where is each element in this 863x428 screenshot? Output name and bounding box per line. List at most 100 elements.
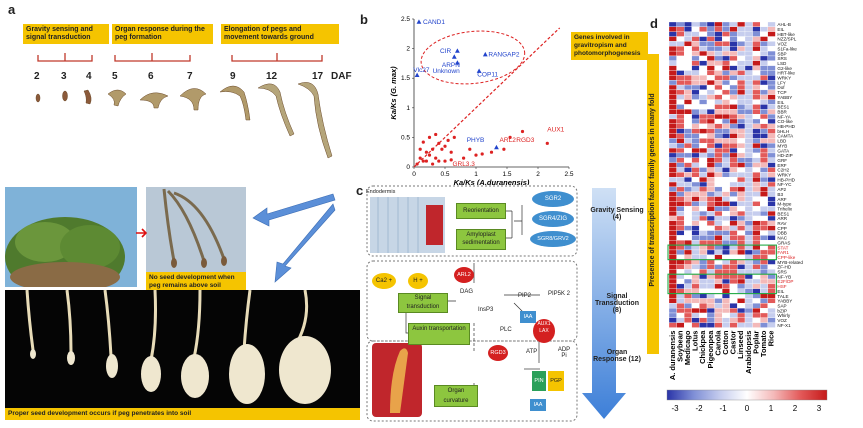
- heatmap-cell: [729, 50, 738, 57]
- heatmap-cell: [706, 269, 715, 275]
- heatmap-cell: [767, 317, 776, 323]
- heatmap-cell: [668, 172, 677, 178]
- heatmap-cell: [767, 89, 776, 95]
- heatmap-cell: [744, 147, 753, 154]
- heatmap-cell: [744, 215, 753, 221]
- heatmap-cell: [752, 225, 761, 231]
- heatmap-row-label: LSD: [777, 61, 787, 66]
- heatmap-cell: [676, 254, 685, 260]
- sgr8-node: SGR8/GRV2: [530, 231, 576, 247]
- heatmap-cell: [737, 317, 746, 323]
- heatmap-cell: [684, 186, 692, 192]
- x-tick-label: 2: [536, 171, 540, 178]
- heatmap-cell: [752, 191, 761, 197]
- heatmap-cell: [737, 206, 746, 212]
- heatmap-cell: [668, 36, 677, 42]
- heatmap-cell: [737, 259, 746, 265]
- heatmap-cell: [706, 312, 715, 318]
- heatmap-row-label: Whirly: [777, 313, 790, 318]
- heatmap-cell: [729, 70, 738, 76]
- plc-label: PLC: [500, 327, 512, 333]
- heatmap-cell: [767, 26, 776, 32]
- heatmap-cell: [684, 278, 692, 285]
- heatmap-cell: [737, 123, 746, 129]
- heatmap-cell: [676, 26, 685, 32]
- adp-label: ADP Pi: [557, 347, 571, 359]
- heatmap-cell: [691, 31, 700, 37]
- heatmap-cell: [744, 278, 753, 285]
- heatmap-row-label: HRT-like: [777, 71, 795, 76]
- heatmap-cell: [699, 70, 708, 76]
- heatmap-cell: [722, 259, 730, 265]
- heatmap-cell: [676, 312, 685, 318]
- heatmap-cell: [767, 274, 776, 280]
- heatmap-cell: [737, 80, 746, 86]
- scatter-point: [455, 48, 460, 53]
- heatmap-cell: [706, 84, 715, 91]
- heatmap-cell: [668, 317, 677, 323]
- scatter-point: [462, 156, 466, 160]
- heatmap-cell: [767, 152, 776, 158]
- heatmap-cell: [706, 114, 715, 120]
- heatmap-cell: [676, 46, 685, 52]
- day-3: 3: [61, 71, 67, 82]
- heatmap-row-label: C2H2: [777, 168, 789, 173]
- heatmap-cell: [706, 181, 715, 188]
- heatmap-cell: [714, 215, 723, 221]
- heatmap-column-label: Soybean: [675, 330, 684, 362]
- heatmap-cell: [722, 167, 730, 173]
- heatmap-cell: [684, 109, 692, 115]
- heatmap-cell: [668, 118, 677, 124]
- heatmap-cell: [737, 133, 746, 139]
- heatmap-cell: [706, 99, 715, 105]
- heatmap-cell: [722, 36, 730, 42]
- scatter-point: [468, 147, 472, 151]
- heatmap-cell: [714, 312, 723, 318]
- heatmap-cell: [760, 293, 768, 299]
- heatmap-cell: [760, 94, 768, 100]
- heatmap-cell: [714, 118, 723, 124]
- heatmap-cell: [668, 322, 677, 328]
- heatmap-cell: [737, 249, 746, 255]
- heatmap-cell: [699, 80, 708, 86]
- heatmap-cell: [691, 167, 700, 173]
- heatmap-cell: [714, 235, 723, 241]
- heatmap-row-label: DBB: [777, 231, 786, 236]
- heatmap-cell: [752, 244, 761, 251]
- heatmap-cell: [752, 278, 761, 285]
- scatter-point: [437, 141, 441, 145]
- heatmap-side-bar: [647, 54, 659, 354]
- heatmap-cell: [714, 201, 723, 207]
- heatmap-cell: [767, 312, 776, 318]
- insp3-label: InsP3: [478, 307, 494, 313]
- heatmap-cell: [729, 114, 738, 120]
- heatmap-cell: [767, 123, 776, 129]
- heatmap-cell: [706, 36, 715, 42]
- heatmap-cell: [737, 278, 746, 285]
- heatmap-cell: [699, 220, 708, 226]
- scatter-point: [431, 162, 435, 166]
- heatmap-cell: [691, 186, 700, 192]
- heatmap-cell: [737, 274, 746, 280]
- heatmap-cell: [729, 259, 738, 265]
- heatmap-cell: [668, 80, 677, 86]
- heatmap-cell: [722, 244, 730, 251]
- heatmap-cell: [684, 118, 692, 124]
- heatmap-cell: [714, 172, 723, 178]
- heatmap-cell: [706, 65, 715, 71]
- heatmap-cell: [668, 152, 677, 158]
- heatmap-row-label: GATA: [777, 148, 790, 153]
- heatmap-cell: [744, 206, 753, 212]
- heatmap-cell: [744, 240, 753, 246]
- heatmap-cell: [699, 31, 708, 37]
- heatmap-cell: [676, 269, 685, 275]
- heatmap-cell: [699, 167, 708, 173]
- heatmap-row-label: ARF: [777, 197, 786, 202]
- heatmap-cell: [767, 230, 776, 236]
- aerial-peg-photo: [146, 187, 246, 287]
- heatmap-cell: [760, 104, 768, 110]
- heatmap-cell: [737, 220, 746, 226]
- heatmap-row-label: LFY: [777, 80, 785, 85]
- heatmap-cell: [744, 138, 753, 144]
- heatmap-cell: [737, 201, 746, 207]
